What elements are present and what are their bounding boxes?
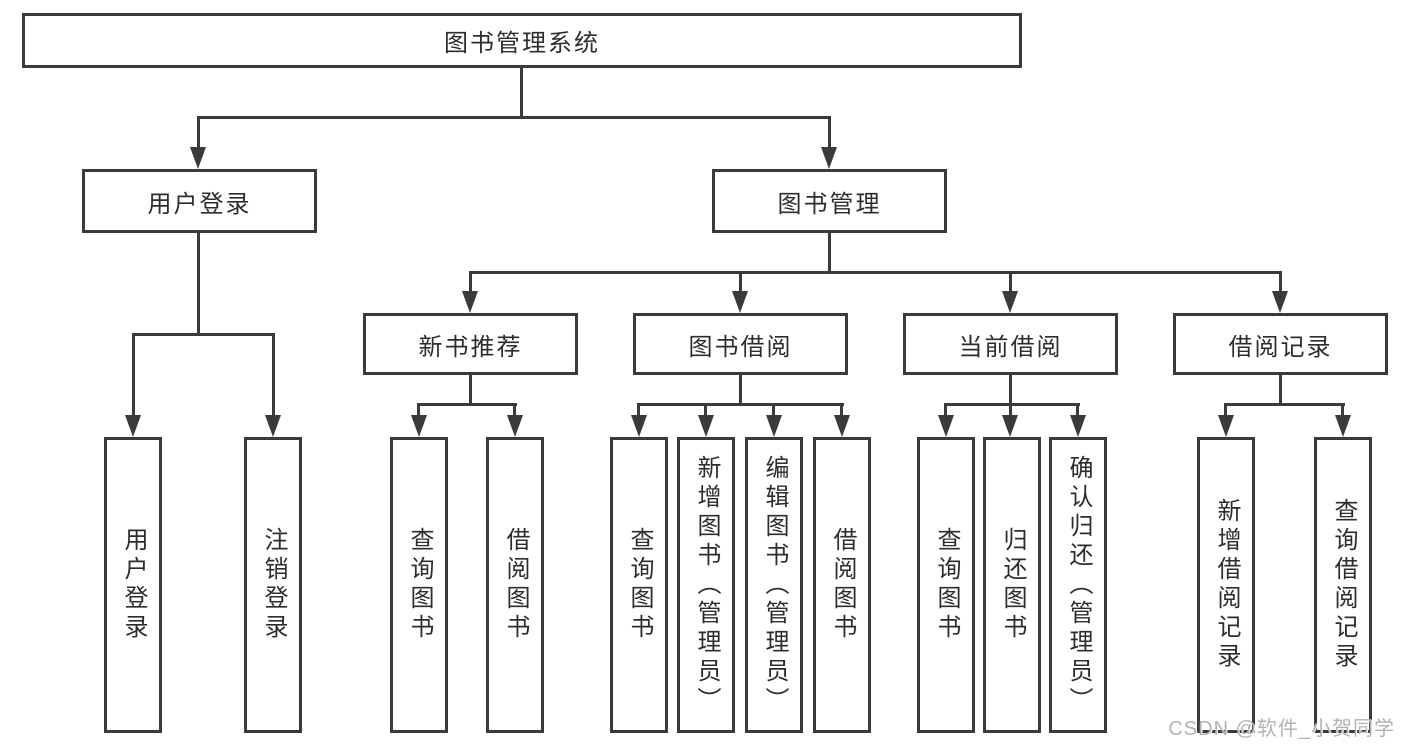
connector-line [272,333,275,415]
connector-line [739,271,742,293]
connector-arrowhead [1272,291,1288,313]
leaf-add-books-admin: 新增图书（管理员） [677,437,735,733]
connector-line [469,271,472,293]
connector-line [132,333,135,415]
connector-arrowhead [1002,291,1018,313]
node-user-login: 用户登录 [82,169,317,233]
connector-line [520,66,523,118]
connector-line [828,231,831,274]
leaf-query-books-recommend: 查询图书 [390,437,448,733]
connector-line [469,271,1282,274]
connector-line [1009,373,1012,406]
connector-line [638,403,844,406]
node-borrowing-records: 借阅记录 [1173,313,1388,375]
leaf-query-books-current: 查询图书 [917,437,975,733]
connector-line [418,403,517,406]
connector-line [1279,373,1282,406]
connector-arrowhead [732,291,748,313]
connector-arrowhead [125,415,141,437]
node-book-management: 图书管理 [712,169,947,233]
connector-arrowhead [821,147,837,169]
connector-arrowhead [507,415,523,437]
leaf-borrow-books-recommend: 借阅图书 [486,437,544,733]
leaf-confirm-return-admin: 确认归还（管理员） [1049,437,1107,733]
connector-arrowhead [834,415,850,437]
node-book-borrowing: 图书借阅 [633,313,848,375]
connector-line [1279,271,1282,293]
connector-line [132,333,275,336]
connector-line [1076,403,1079,417]
connector-line [1009,403,1012,417]
connector-line [739,373,742,406]
connector-line [1341,403,1344,417]
leaf-borrow-books: 借阅图书 [813,437,871,733]
connector-line [704,403,707,417]
connector-arrowhead [190,147,206,169]
connector-line [469,373,472,406]
connector-arrowhead [1218,415,1234,437]
connector-arrowhead [631,415,647,437]
connector-line [513,403,516,417]
connector-arrowhead [698,415,714,437]
connector-line [637,403,640,417]
connector-arrowhead [1335,415,1351,437]
connector-arrowhead [1070,415,1086,437]
node-library-management-system: 图书管理系统 [22,13,1022,68]
connector-arrowhead [938,415,954,437]
connector-line [772,403,775,417]
connector-line [197,116,200,149]
leaf-query-borrow-record: 查询借阅记录 [1314,437,1372,733]
node-current-borrowing: 当前借阅 [903,313,1118,375]
connector-arrowhead [265,415,281,437]
connector-arrowhead [411,415,427,437]
connector-arrowhead [462,291,478,313]
leaf-user-login: 用户登录 [104,437,162,733]
connector-line [197,231,200,336]
watermark-text: CSDN @软件_小贺同学 [1168,718,1395,740]
connector-line [197,116,831,119]
leaf-edit-books-admin: 编辑图书（管理员） [745,437,803,733]
leaf-logout: 注销登录 [244,437,302,733]
connector-arrowhead [766,415,782,437]
node-new-book-recommendation: 新书推荐 [363,313,578,375]
connector-line [1224,403,1227,417]
connector-line [828,116,831,149]
connector-line [417,403,420,417]
connector-line [840,403,843,417]
leaf-query-books-borrow: 查询图书 [610,437,668,733]
leaf-return-books: 归还图书 [983,437,1041,733]
connector-line [1009,271,1012,293]
connector-line [944,403,947,417]
connector-line [1225,403,1345,406]
connector-arrowhead [1002,415,1018,437]
leaf-add-borrow-record: 新增借阅记录 [1197,437,1255,733]
connector-line [945,403,1080,406]
